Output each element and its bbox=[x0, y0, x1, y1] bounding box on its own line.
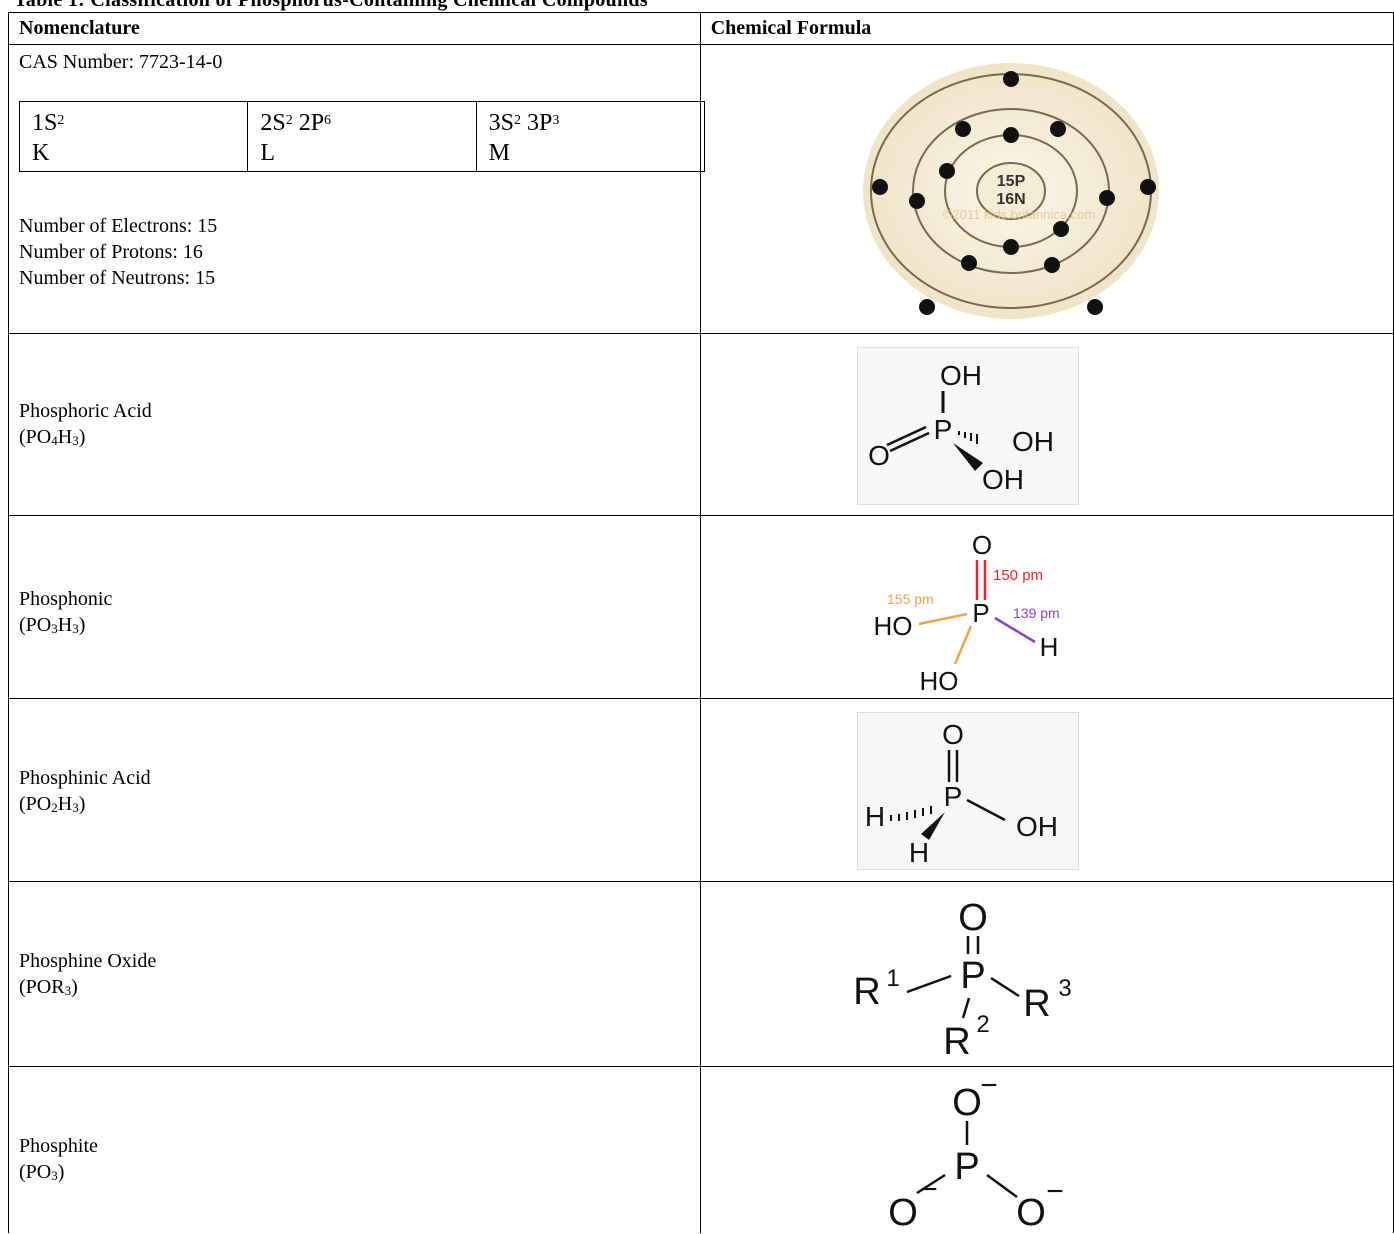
electron-count: Number of Electrons: 15 bbox=[19, 215, 218, 237]
svg-text:H: H bbox=[909, 837, 929, 868]
compound-name-phosphoric: Phosphoric Acid (PO4H3) bbox=[19, 400, 152, 448]
bohr-model-image: 15P 16N ©2011 kids.britannica.com bbox=[862, 63, 1159, 319]
svg-text:1: 1 bbox=[886, 965, 899, 992]
table-row-phosphinic-acid: Phosphinic Acid (PO2H3) O P bbox=[8, 698, 1394, 882]
svg-text:−: − bbox=[920, 1173, 938, 1206]
svg-text:O: O bbox=[888, 1192, 918, 1233]
svg-text:OH: OH bbox=[1016, 811, 1058, 842]
svg-text:−: − bbox=[980, 1075, 998, 1102]
table-row-phosphorus: CAS Number: 7723-14-0 1S2 K 2S2 2P6 L bbox=[8, 44, 1394, 334]
svg-text:O: O bbox=[952, 1082, 982, 1124]
svg-text:3: 3 bbox=[1058, 975, 1071, 1002]
shell-cell-l: 2S2 2P6 L bbox=[247, 101, 477, 172]
shell-cell-m: 3S2 3P3 M bbox=[475, 101, 706, 172]
header-chemical-formula: Chemical Formula bbox=[699, 12, 1394, 45]
nomenclature-cell: CAS Number: 7723-14-0 1S2 K 2S2 2P6 L bbox=[8, 44, 706, 334]
svg-text:O: O bbox=[1016, 1192, 1046, 1233]
svg-text:H: H bbox=[865, 801, 885, 832]
svg-text:P: P bbox=[943, 781, 962, 812]
svg-text:R: R bbox=[943, 1021, 970, 1062]
phosphine-oxide-structure: O P R 1 R 3 R 2 bbox=[853, 897, 1071, 1062]
header-nomenclature: Nomenclature bbox=[8, 12, 701, 45]
svg-text:P: P bbox=[972, 598, 989, 628]
svg-text:HO: HO bbox=[919, 666, 958, 692]
shell-label: K bbox=[32, 140, 50, 166]
compound-name-phosphite: Phosphite (PO3) bbox=[19, 1135, 98, 1183]
svg-text:OH: OH bbox=[1012, 426, 1054, 457]
phosphite-structure: O − P O − O − bbox=[888, 1075, 1064, 1233]
svg-text:O: O bbox=[972, 530, 992, 560]
formula-cell: 15P 16N ©2011 kids.britannica.com bbox=[699, 44, 1394, 334]
electrons bbox=[871, 71, 1156, 315]
svg-text:H: H bbox=[1039, 632, 1058, 662]
svg-text:150 pm: 150 pm bbox=[993, 567, 1043, 584]
table-row-phosphonic: Phosphonic (PO3H3) O 150 pm P 155 pm HO … bbox=[8, 515, 1394, 699]
neutron-count: Number of Neutrons: 15 bbox=[19, 267, 216, 289]
nucleus-protons: 15P bbox=[997, 173, 1026, 190]
phosphinic-acid-structure: O P H OH H bbox=[856, 712, 1079, 870]
shell-label: M bbox=[488, 140, 510, 166]
cas-number: CAS Number: 7723-14-0 bbox=[19, 51, 223, 73]
table-caption: Table 1: Classification of Phosphorus-Co… bbox=[14, 0, 648, 11]
compound-name-phosphonic: Phosphonic (PO3H3) bbox=[19, 588, 113, 636]
watermark: ©2011 kids.britannica.com bbox=[943, 207, 1095, 222]
svg-text:R: R bbox=[1023, 983, 1050, 1025]
svg-text:HO: HO bbox=[873, 611, 912, 641]
shell-label: L bbox=[260, 140, 275, 166]
svg-text:O: O bbox=[942, 719, 964, 750]
svg-text:−: − bbox=[1046, 1175, 1064, 1208]
compound-name-phosphinic: Phosphinic Acid (PO2H3) bbox=[19, 767, 151, 815]
particle-counts: Number of Electrons: 15 Number of Proton… bbox=[19, 213, 217, 291]
compound-name-phosphine-oxide: Phosphine Oxide (POR3) bbox=[19, 950, 157, 998]
svg-text:O: O bbox=[868, 440, 890, 471]
proton-count: Number of Protons: 16 bbox=[19, 241, 203, 263]
svg-text:R: R bbox=[853, 971, 880, 1013]
svg-text:155 pm: 155 pm bbox=[887, 591, 934, 607]
electron-shell-table: 1S2 K 2S2 2P6 L 3S2 3P3 M bbox=[18, 101, 706, 172]
svg-text:P: P bbox=[954, 1146, 979, 1188]
svg-text:P: P bbox=[933, 414, 952, 445]
svg-text:OH: OH bbox=[940, 360, 982, 391]
svg-text:O: O bbox=[958, 897, 988, 939]
table-row-phosphoric-acid: Phosphoric Acid (PO4H3) OH P O bbox=[8, 333, 1394, 516]
svg-text:2: 2 bbox=[976, 1011, 989, 1038]
table-header-row: Nomenclature Chemical Formula bbox=[8, 12, 1394, 45]
phosphonic-acid-structure: O 150 pm P 155 pm HO HO 139 pm H bbox=[873, 530, 1060, 692]
svg-text:OH: OH bbox=[982, 464, 1024, 495]
svg-text:139 pm: 139 pm bbox=[1013, 605, 1060, 621]
svg-text:P: P bbox=[960, 955, 985, 997]
nucleus-neutrons: 16N bbox=[996, 191, 1025, 208]
table-row-phosphite: Phosphite (PO3) O − P O − O − bbox=[8, 1066, 1394, 1233]
phosphoric-acid-structure: OH P O OH OH bbox=[856, 347, 1079, 505]
compounds-table: Nomenclature Chemical Formula CAS Number… bbox=[8, 12, 1394, 1233]
shell-cell-k: 1S2 K bbox=[18, 101, 249, 172]
table-row-phosphine-oxide: Phosphine Oxide (POR3) O P R 1 R 3 bbox=[8, 881, 1394, 1067]
